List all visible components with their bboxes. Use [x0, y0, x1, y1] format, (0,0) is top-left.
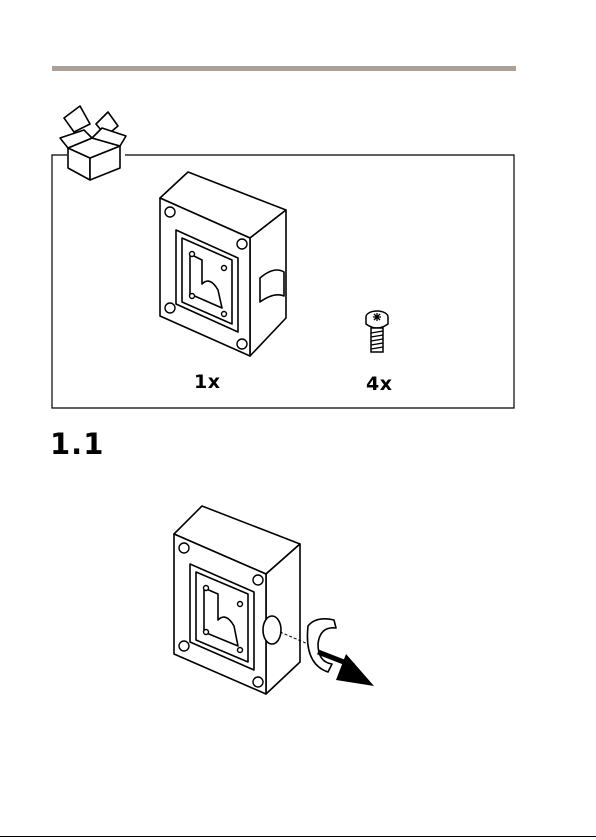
screw-icon [362, 308, 392, 356]
step-number: 1.1 [50, 427, 104, 461]
quantity-label-screw: 4x [366, 373, 392, 395]
open-box-icon [56, 98, 128, 182]
junction-box-icon [150, 168, 290, 358]
page-bottom-rule [0, 836, 596, 837]
quantity-label-housing: 1x [194, 371, 220, 393]
remove-plug-icon [168, 504, 378, 696]
